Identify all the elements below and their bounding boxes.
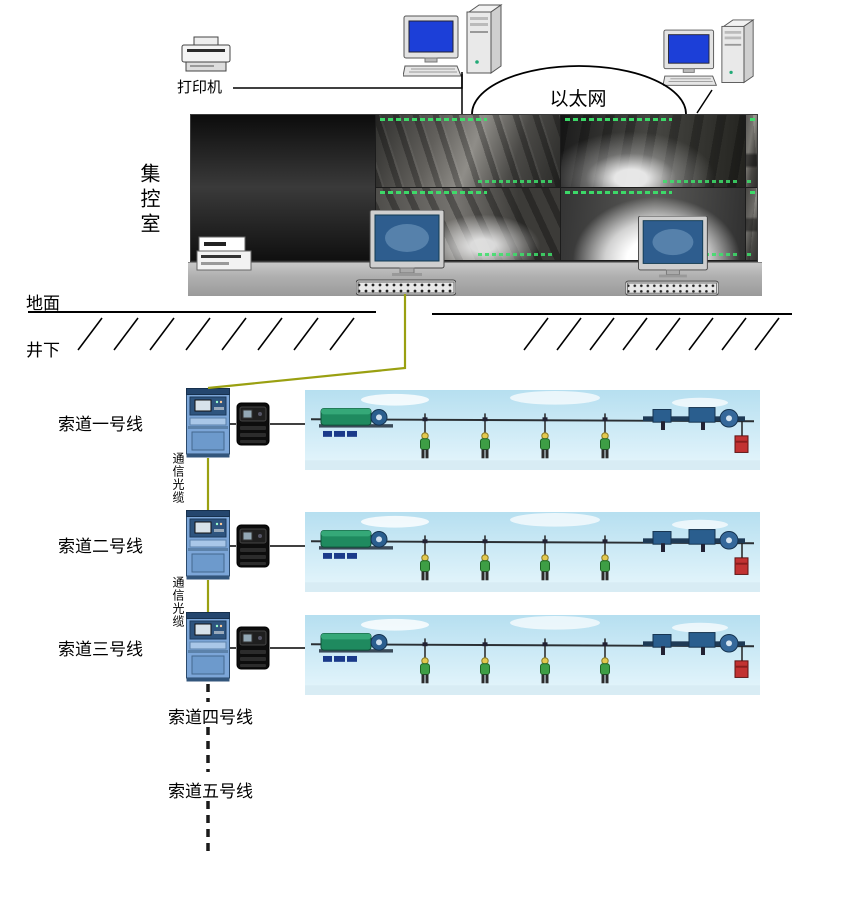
junction-box-icon (236, 402, 270, 446)
computer2-ethernet-cable (696, 89, 713, 114)
desktop-computer-icon (403, 4, 502, 77)
control-cabinet-icon (186, 510, 230, 580)
underground-label: 井下 (26, 341, 60, 360)
ground-hatch-right (523, 317, 780, 351)
video-wall-edge (191, 115, 375, 260)
camera-feed-2 (561, 115, 745, 187)
camera-feed-6 (746, 188, 757, 260)
ropeway-line-2-label: 索道二号线 (58, 537, 143, 556)
optical-cable-label-2: 通信光缆 (171, 576, 185, 628)
recorder-icon (196, 236, 252, 271)
control-cabinet-icon (186, 612, 230, 682)
optical-cable-main (207, 294, 407, 390)
ropeway-photo-1 (305, 390, 760, 470)
control-room-label: 集控室 (137, 163, 159, 238)
ropeway-line-3-label: 索道三号线 (58, 640, 143, 659)
control-cabinet-icon (186, 388, 230, 458)
video-wall (190, 114, 758, 262)
camera-feed-3 (746, 115, 757, 187)
ropeway-line-1-label: 索道一号线 (58, 415, 143, 434)
ropeway-line-4-label: 索道四号线 (168, 708, 253, 727)
workstation-icon (356, 210, 456, 296)
printer-label: 打印机 (177, 80, 223, 96)
ground-label: 地面 (26, 294, 60, 313)
ethernet-label: 以太网 (549, 89, 607, 110)
ropeway-photo-2 (305, 512, 760, 592)
junction-box-icon (236, 524, 270, 568)
desktop-computer-icon (663, 19, 754, 86)
ground-hatch-left (77, 317, 355, 351)
printer-icon (181, 36, 231, 72)
optical-cable-label-1: 通信光缆 (171, 452, 185, 504)
workstation-icon (625, 216, 719, 296)
junction-box-icon (236, 626, 270, 670)
ropeway-line-5-label: 索道五号线 (168, 782, 253, 801)
ropeway-photo-3 (305, 615, 760, 695)
camera-feed-1 (376, 115, 560, 187)
